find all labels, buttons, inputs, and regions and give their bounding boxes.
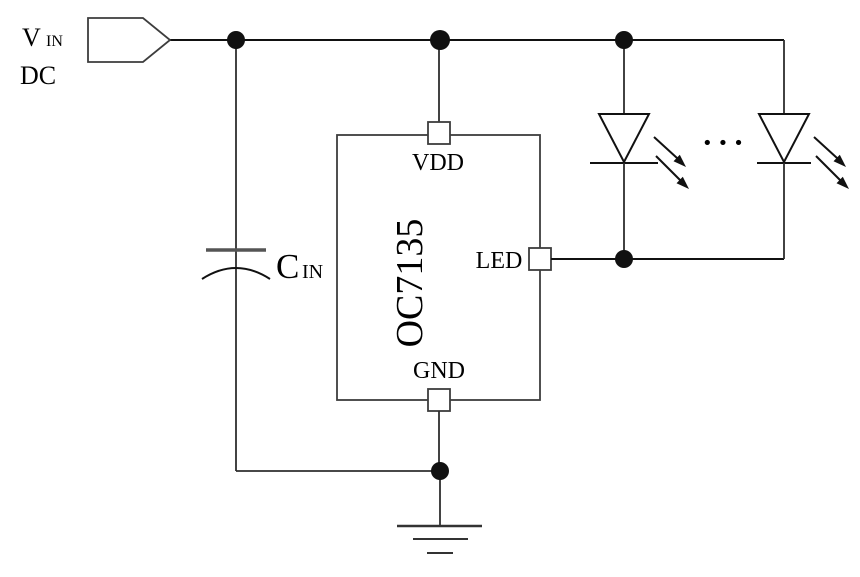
capacitor-curved-plate	[201, 267, 271, 280]
ic-part-number-label: OC7135	[389, 219, 431, 348]
led-pin	[528, 247, 552, 271]
junction-dot	[615, 250, 633, 268]
led1-light-arrowhead-2	[676, 176, 689, 189]
led2-light-arrowhead-2	[836, 176, 849, 189]
led2-diode-symbol	[757, 113, 811, 165]
vin-connector-symbol	[87, 17, 172, 63]
vin-label: V	[22, 23, 41, 52]
led2-light-arrowhead-1	[833, 154, 846, 167]
vdd-pin-label: VDD	[412, 150, 464, 176]
junction-dot	[431, 462, 449, 480]
gnd-pin	[427, 388, 451, 412]
cin-subscript-label: IN	[302, 261, 323, 283]
led2-light-arrow-2	[815, 155, 841, 181]
cin-label: C	[276, 247, 299, 286]
led1-light-arrow-2	[655, 155, 681, 181]
dc-label: DC	[20, 61, 56, 90]
vin-subscript-label: IN	[46, 33, 63, 50]
vdd-pin	[427, 121, 451, 145]
junction-dot	[227, 31, 245, 49]
led1-light-arrowhead-1	[673, 154, 686, 167]
led1-light-arrow-1	[653, 136, 678, 159]
gnd-pin-label: GND	[413, 358, 465, 384]
led-pin-label: LED	[476, 248, 523, 274]
led1-diode-symbol	[597, 113, 651, 165]
more-leds-ellipsis: •••	[702, 133, 749, 154]
ic-body	[336, 134, 541, 401]
led2-light-arrow-1	[813, 136, 838, 159]
junction-dot	[615, 31, 633, 49]
junction-dot	[430, 30, 450, 50]
